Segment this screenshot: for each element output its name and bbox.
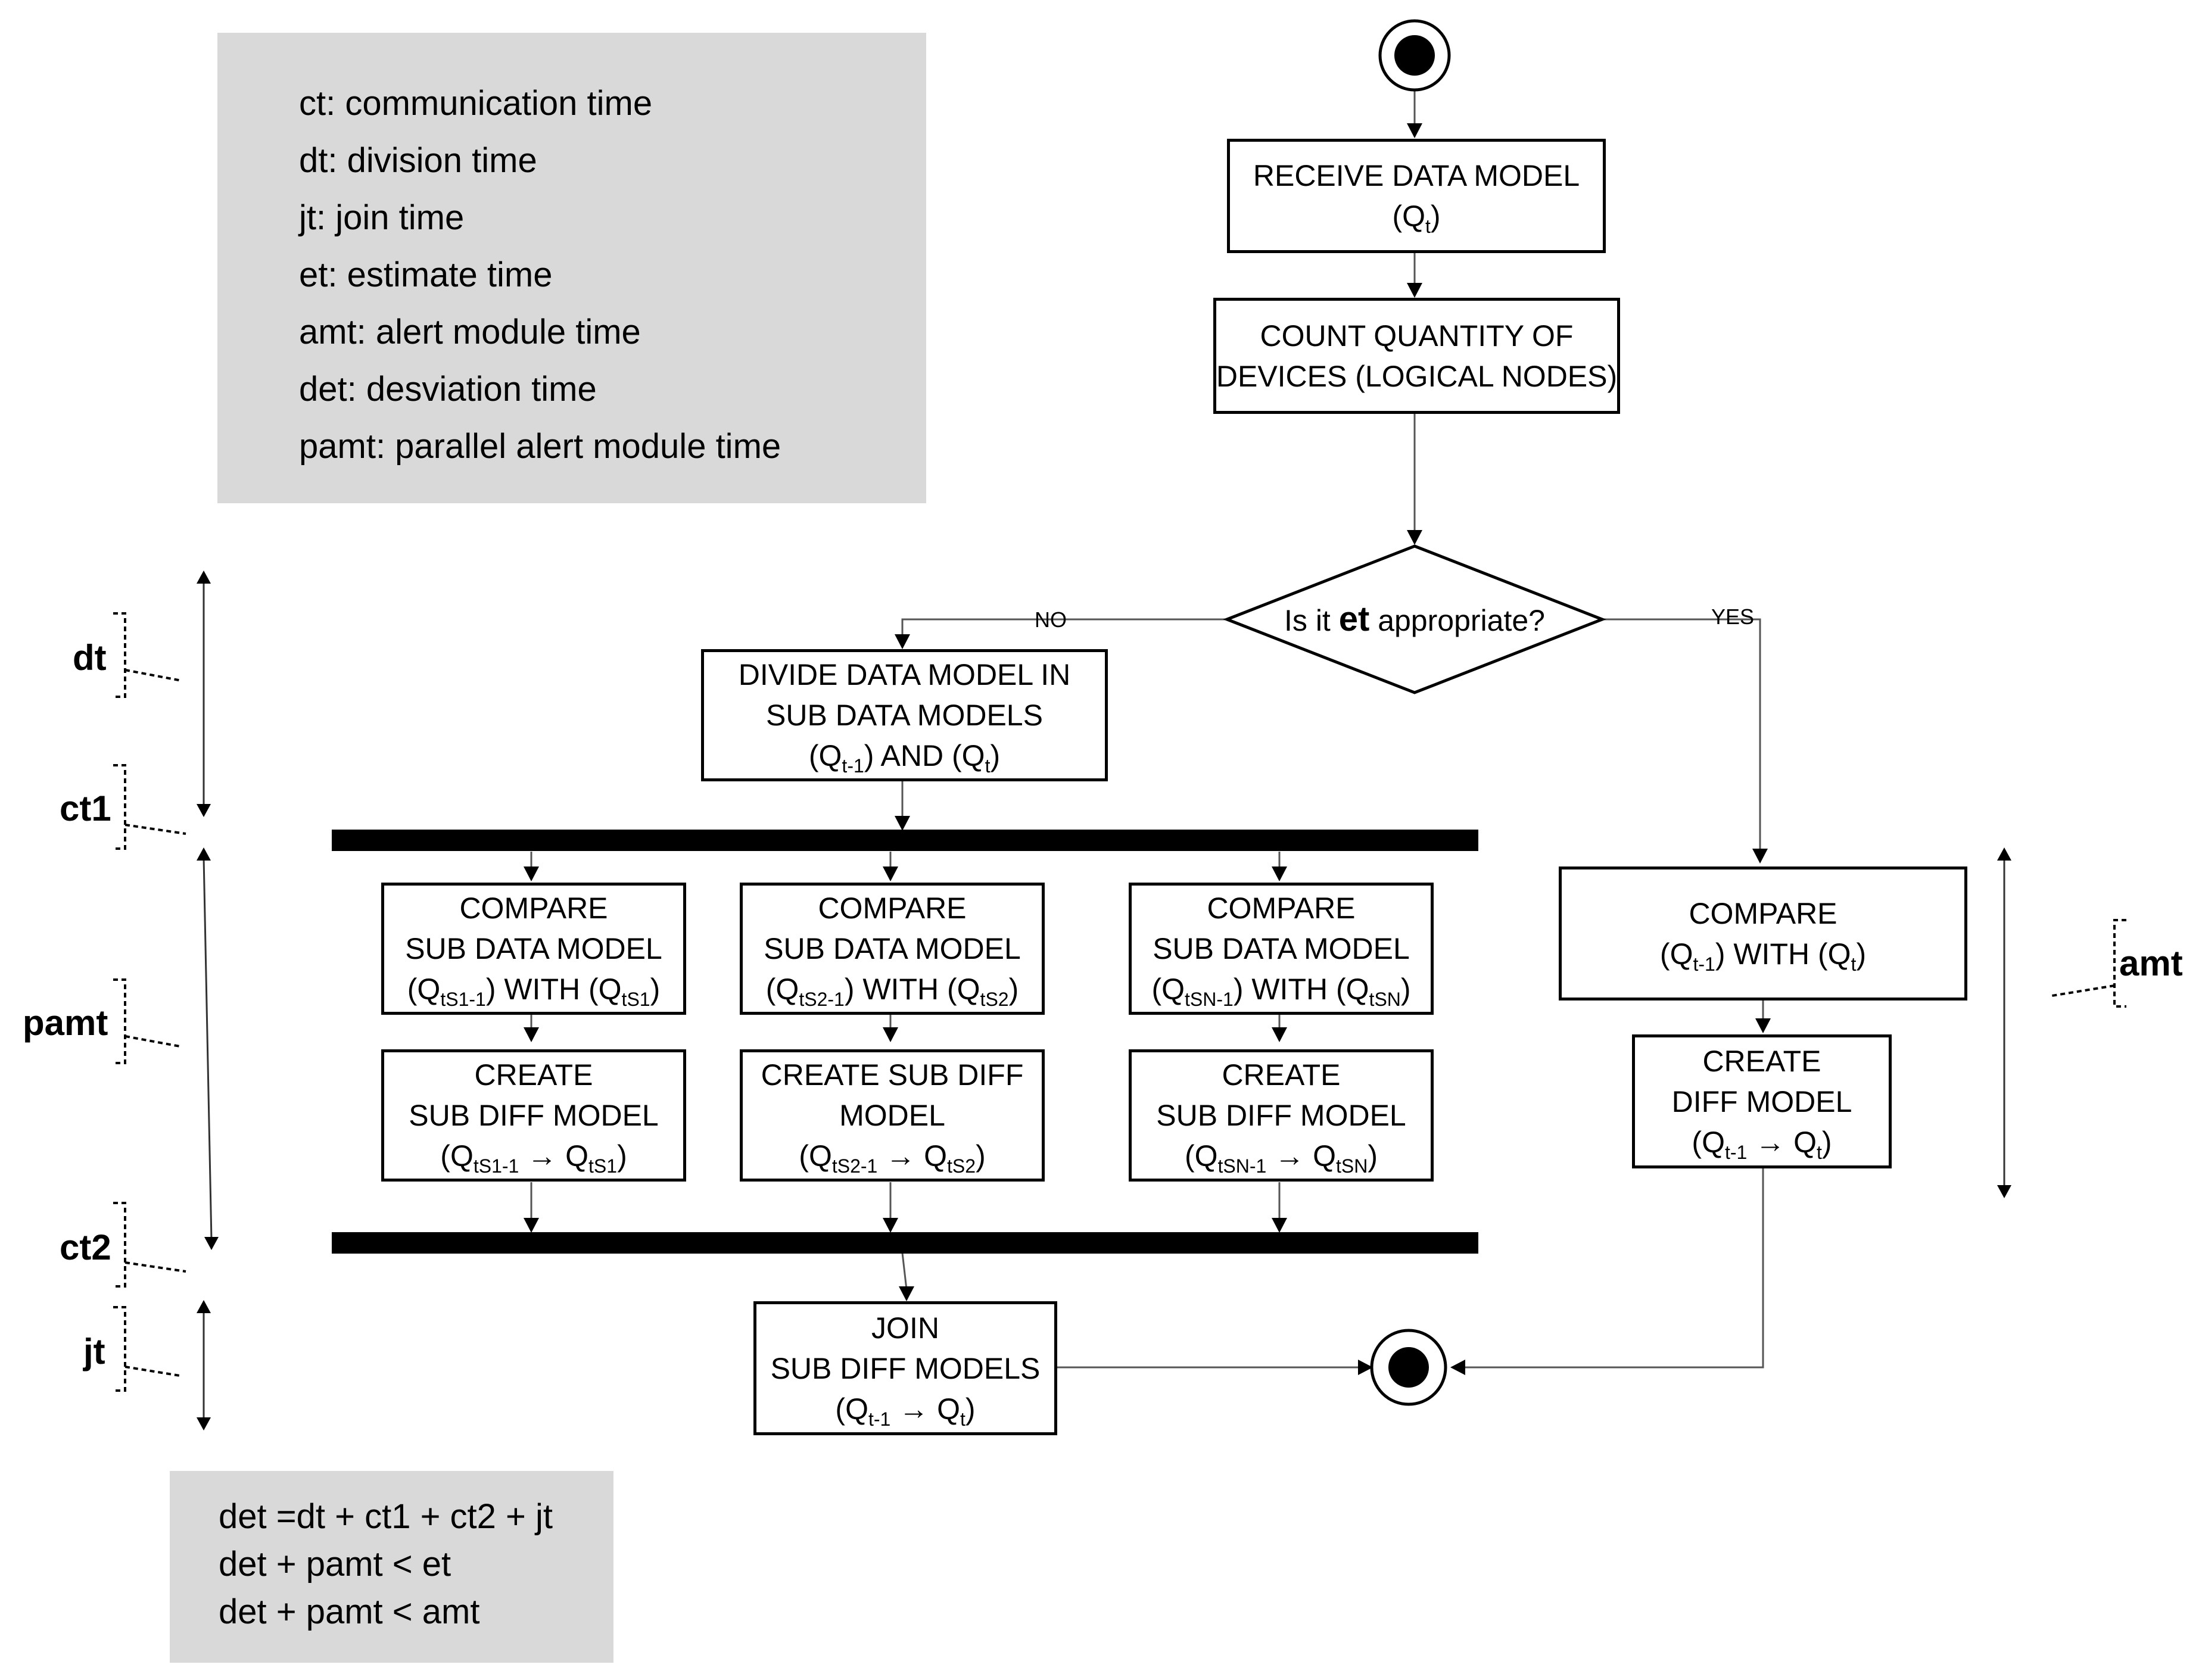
compare-sub-model-1-box: COMPARE SUB DATA MODEL (QtS1-1) WITH (Qt… (381, 883, 686, 1015)
time-label-pamt: pamt (23, 1003, 108, 1043)
count-line-2: DEVICES (LOGICAL NODES) (1216, 359, 1618, 393)
create2-line-2: MODEL (839, 1099, 945, 1132)
branch-no-label: NO (1035, 607, 1067, 632)
receive-q: (Qt) (1392, 200, 1441, 238)
compare1-line-1: COMPARE (459, 892, 608, 925)
compare1-line-2: SUB DATA MODEL (405, 932, 662, 965)
compare-sub-model-n-box: COMPARE SUB DATA MODEL (QtSN-1) WITH (Qt… (1129, 883, 1434, 1015)
formula-line-2: det + pamt < et (219, 1545, 451, 1584)
compareN-line-2: SUB DATA MODEL (1153, 932, 1410, 965)
time-label-dt: dt (73, 638, 107, 678)
compareFull-line-2: (Qt-1) WITH (Qt) (1659, 937, 1867, 975)
join-line-3: (Qt-1 → Qt) (835, 1392, 976, 1430)
start-node (1378, 19, 1451, 92)
create-sub-diff-n-box: CREATE SUB DIFF MODEL (QtSN-1 → QtSN) (1129, 1049, 1434, 1182)
create2-line-1: CREATE SUB DIFF (761, 1058, 1024, 1092)
count-line-1: COUNT QUANTITY OF (1260, 319, 1574, 353)
compare2-line-3: (QtS2-1) WITH (QtS2) (765, 973, 1019, 1011)
time-label-amt: amt (2119, 943, 2183, 983)
compare-sub-model-2-box: COMPARE SUB DATA MODEL (QtS2-1) WITH (Qt… (740, 883, 1045, 1015)
branch-yes-label: YES (1711, 604, 1755, 629)
create1-line-1: CREATE (474, 1058, 593, 1092)
receive-label: RECEIVE DATA MODEL (1253, 159, 1580, 192)
decision-label: Is it et appropriate? (1284, 600, 1545, 638)
createFull-line-3: (Qt-1 → Qt) (1692, 1125, 1832, 1163)
receive-data-model-box: RECEIVE DATA MODEL (Qt) (1227, 139, 1606, 253)
create-sub-diff-1-box: CREATE SUB DIFF MODEL (QtS1-1 → QtS1) (381, 1049, 686, 1182)
count-devices-box: COUNT QUANTITY OF DEVICES (LOGICAL NODES… (1213, 298, 1620, 414)
compareN-line-3: (QtSN-1) WITH (QtSN) (1151, 973, 1411, 1011)
formula-line-3: det + pamt < amt (219, 1592, 480, 1631)
arrow-heads (524, 123, 1771, 1375)
time-label-ct2: ct2 (60, 1227, 111, 1267)
compare1-line-3: (QtS1-1) WITH (QtS1) (407, 973, 661, 1011)
time-arrows (197, 571, 2011, 1430)
time-label-ct1: ct1 (60, 788, 111, 828)
legend-item-det: det: desviation time (299, 370, 597, 409)
formula-panel (170, 1471, 613, 1663)
join-line-2: SUB DIFF MODELS (770, 1351, 1041, 1385)
createN-line-3: (QtSN-1 → QtSN) (1184, 1139, 1378, 1177)
create-diff-model-box: CREATE DIFF MODEL (Qt-1 → Qt) (1632, 1034, 1892, 1168)
legend-item-jt: jt: join time (299, 198, 465, 237)
create1-line-2: SUB DIFF MODEL (409, 1099, 659, 1132)
legend-item-et: et: estimate time (299, 255, 553, 294)
formula-line-1: det =dt + ct1 + ct2 + jt (219, 1497, 553, 1536)
end-node (1370, 1329, 1447, 1406)
join-sub-diff-box: JOIN SUB DIFF MODELS (Qt-1 → Qt) (753, 1301, 1057, 1435)
decision-diamond (1223, 544, 1606, 694)
legend-item-amt: amt: alert module time (299, 313, 641, 351)
createN-line-2: SUB DIFF MODEL (1156, 1099, 1406, 1132)
divide-data-model-box: DIVIDE DATA MODEL IN SUB DATA MODELS (Qt… (701, 649, 1108, 781)
createFull-line-1: CREATE (1702, 1044, 1821, 1078)
flow-lines (530, 86, 1764, 1369)
divide-line-3: (Qt-1) AND (Qt) (808, 739, 1001, 777)
compareN-line-1: COMPARE (1207, 892, 1356, 925)
createN-line-1: CREATE (1222, 1058, 1341, 1092)
join-line-1: JOIN (871, 1311, 939, 1345)
create-sub-diff-2-box: CREATE SUB DIFF MODEL (QtS2-1 → QtS2) (740, 1049, 1045, 1182)
divide-line-2: SUB DATA MODELS (766, 699, 1043, 732)
compare2-line-2: SUB DATA MODEL (764, 932, 1021, 965)
compare-full-model-box: COMPARE (Qt-1) WITH (Qt) (1559, 867, 1967, 1000)
legend-item-ct: ct: communication time (299, 84, 653, 123)
legend-panel (217, 33, 926, 503)
join-bar (332, 1232, 1478, 1254)
legend-item-pamt: pamt: parallel alert module time (299, 427, 781, 466)
divide-line-1: DIVIDE DATA MODEL IN (738, 658, 1071, 691)
create1-line-3: (QtS1-1 → QtS1) (440, 1139, 627, 1177)
fork-bar (332, 830, 1478, 851)
compare2-line-1: COMPARE (818, 892, 967, 925)
time-label-jt: jt (83, 1332, 105, 1372)
legend-item-dt: dt: division time (299, 141, 537, 180)
time-brackets (113, 612, 2126, 1392)
compareFull-line-1: COMPARE (1689, 896, 1837, 930)
create2-line-3: (QtS2-1 → QtS2) (799, 1139, 986, 1177)
createFull-line-2: DIFF MODEL (1671, 1084, 1852, 1118)
